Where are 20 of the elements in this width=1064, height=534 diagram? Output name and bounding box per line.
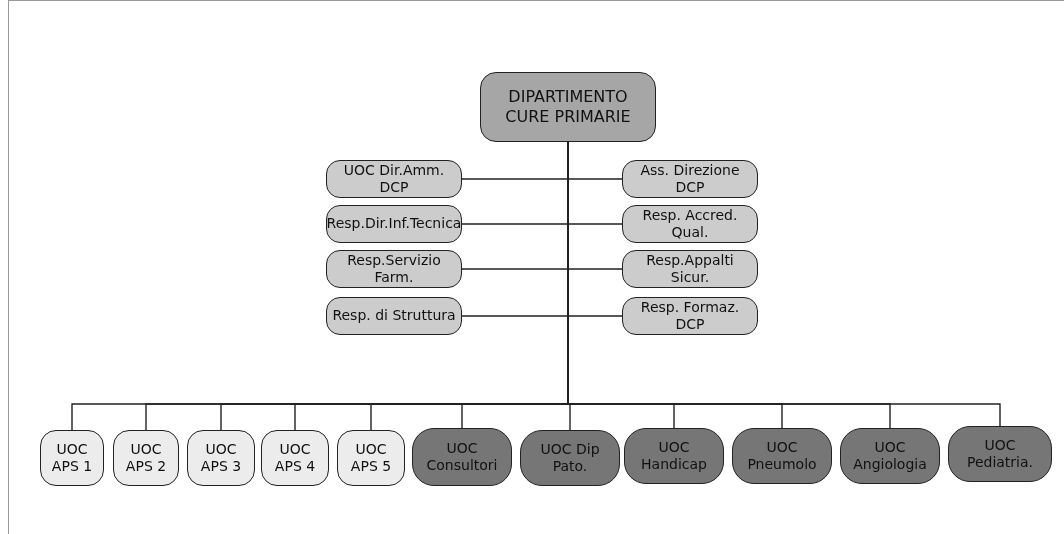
staff-box: Resp.Servizio Farm. (326, 250, 462, 288)
department-box: DIPARTIMENTO CURE PRIMARIE (480, 72, 656, 142)
staff-box: UOC Dir.Amm. DCP (326, 160, 462, 198)
staff-box: Ass. Direzione DCP (622, 160, 758, 198)
staff-box: Resp. Accred. Qual. (622, 205, 758, 243)
unit-box: UOC APS 1 (40, 430, 104, 486)
unit-box: UOC Handicap (624, 428, 724, 484)
unit-box: UOC Angiologia (840, 428, 940, 484)
unit-box: UOC APS 2 (113, 430, 179, 486)
unit-box: UOC Pneumolo (732, 428, 832, 484)
unit-box: UOC Dip Pato. (520, 430, 620, 486)
staff-box: Resp.Dir.Inf.Tecnica (326, 205, 462, 243)
staff-box: Resp. di Struttura (326, 297, 462, 335)
unit-box: UOC APS 4 (261, 430, 329, 486)
staff-box: Resp. Formaz. DCP (622, 297, 758, 335)
unit-box: UOC APS 3 (187, 430, 255, 486)
unit-box: UOC Consultori (412, 428, 512, 486)
staff-box: Resp.Appalti Sicur. (622, 250, 758, 288)
unit-box: UOC Pediatria. (948, 426, 1052, 482)
unit-box: UOC APS 5 (337, 430, 405, 486)
